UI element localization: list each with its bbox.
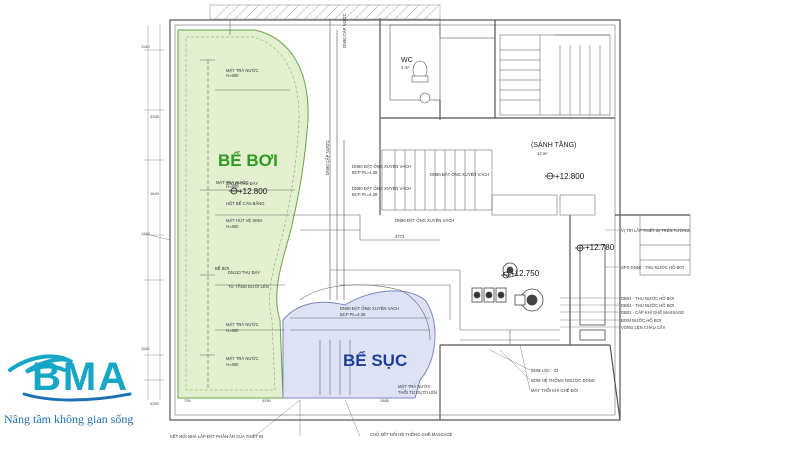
lobby-elevation: +12.800 (555, 172, 585, 181)
pool-label: MẶT TRẢ NƯỚC (216, 180, 249, 185)
equipment-label: DB01 - CẤP KHÍ GHẾ MASSAGE (621, 310, 684, 315)
equipment-label: BOM HỆ THỐNG NGƯỢC DÒNG (531, 378, 595, 383)
staircase-right (499, 34, 611, 116)
pipe-label: DN90 ĐẶT ỐNG XUYÊN VÁCH (352, 164, 411, 169)
pipe-label: DN90 CẤP NƯỚC (342, 13, 347, 48)
pipes (200, 19, 560, 395)
spa-title: BỂ SỤC (343, 351, 407, 370)
logo-wave-bottom-icon (22, 392, 132, 402)
equipment-label: DB01 - THU NƯỚC HỒ BƠI (621, 296, 674, 301)
lobby-name: (SẢNH TẦNG) (531, 139, 576, 149)
bottom-leaders (254, 399, 361, 437)
dim-2885: 2885 (380, 398, 390, 403)
elevation-markers (229, 172, 585, 279)
pipe-label: DN90 ĐẶT ỐNG XUYÊN VÁCH (340, 306, 399, 311)
logo-text: BMA (32, 355, 129, 399)
equipment-label: BOM LỌC - 01 (531, 368, 559, 373)
pipe-label: 2773 (395, 234, 405, 239)
dim-4250: 4250 (150, 401, 160, 406)
pipe-label: BCP PL=4.38 (352, 170, 378, 175)
wc-fixtures (389, 19, 496, 104)
pool-label: MẶT TRẢ NƯỚC (226, 322, 259, 327)
pipe-label: DN90 ĐẶT ỐNG XUYÊN VÁCH (430, 172, 489, 177)
pool-elevation: +12.800 (238, 187, 268, 196)
pool-title: BỂ BƠI (218, 151, 278, 170)
pool-label: MẶT TRẢ NƯỚC (226, 68, 259, 73)
pump-equipment (471, 244, 606, 341)
dim-1640: 1640 (150, 191, 160, 196)
bottom-note: KẾT NỐI NHÀ LẮP ĐẶT PHẦN ÂN CỦA THIẾT BỊ (170, 434, 263, 439)
equipment-leaders (489, 229, 620, 391)
pool-label: HỘT BỂ CÂN BẰNG (226, 201, 265, 206)
logo-wave-icon (8, 354, 74, 374)
wc-area: 4 m² (401, 65, 410, 70)
spa-label: THỔI TỪ DƯỚI LÊN (398, 390, 437, 395)
dim-1150b: 1150 (141, 346, 150, 351)
equipment-labels: VỊ TRÍ LẮP THIẾT BỊ TRÊN TƯỜNG SPS DN50 … (531, 228, 690, 393)
pump-elevation-a: +12.750 (510, 269, 540, 278)
equipment-label: BƠM NƯỚC HỒ BƠI (621, 318, 661, 323)
pool-label: TỪ TẦNG DƯỚI LÊN (228, 284, 269, 289)
pool-label: H=600 (226, 73, 239, 78)
bottom-note: CHỖ KẾT NỐI HỆ THỐNG GHẾ MASSAGE (370, 432, 453, 437)
staircase-lower (381, 149, 691, 276)
bma-logo: BMA (8, 354, 132, 402)
pipe-label: BCP PL=4.38 (340, 312, 366, 317)
equipment-label: VỊ TRÍ LẮP THIẾT BỊ TRÊN TƯỜNG (621, 228, 690, 233)
lobby-area: 12 m² (537, 151, 548, 156)
pool-label: MẶT TRẢ NƯỚC (226, 356, 259, 361)
equipment-label: MÁY THỔI KHÍ GHẾ ĐÔI (531, 388, 578, 393)
equipment-label: SPS DN50 - THU NƯỚC HỒ BƠI (621, 265, 684, 270)
spa-label: MẶT TRẢ NƯỚC (398, 384, 431, 389)
dim-1260: 1260 (141, 231, 151, 236)
top-wall-hatch (209, 4, 441, 20)
equipment-label: DB01 - THU NƯỚC HỒ BƠI (621, 303, 674, 308)
pipe-label: DN90 ĐẶT ỐNG XUYÊN VÁCH (352, 186, 411, 191)
pool-label: H=600 (226, 184, 239, 189)
equipment-label: VÒNG LÊN CHÂU CẤY (621, 325, 666, 330)
dim-735: 735 (184, 398, 191, 403)
pool-label: BỂ BƠI (215, 266, 229, 271)
dim-4250b: 4250 (262, 398, 272, 403)
pipe-label: DN90 CẤP NƯỚC (325, 140, 330, 175)
pipe-label: BCP PL=4.38 (352, 192, 378, 197)
dim-1150: 1150 (141, 44, 150, 49)
pipe-labels: DN90 CẤP NƯỚC DN90 CẤP NƯỚC DN90 ĐẶT ỐNG… (325, 13, 489, 317)
pool-labels: MẶT TRẢ NƯỚC H=600 DN110 THU ĐÁY MẶT TRẢ… (215, 68, 269, 367)
pool-label: H=600 (226, 328, 239, 333)
pool-label: MẶT HÚT VỆ SINH (226, 218, 262, 223)
pool-label: DN110 THU ĐÁY (228, 270, 260, 275)
pool-label: DN110 THU ĐÁY (226, 181, 258, 186)
dim-3345: 3345 (150, 114, 160, 119)
brand-tagline: Nâng tầm không gian sống (4, 412, 134, 426)
pump-elevation-b: +12.780 (585, 243, 615, 252)
pool-label: H=600 (226, 362, 239, 367)
pool-area (177, 29, 309, 399)
pool-label: H=600 (226, 224, 239, 229)
left-dimension-lines (144, 25, 171, 400)
wc-name: WC (401, 57, 413, 64)
pipe-label: DN90 ĐẶT ỐNG XUYÊN VÁCH (395, 218, 454, 223)
